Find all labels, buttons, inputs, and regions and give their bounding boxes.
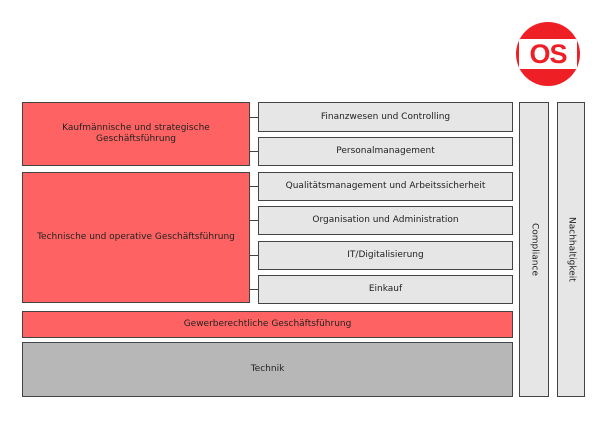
block-kaufmaennische-geschaeftsfuehrung: Kaufmännische und strategische Geschäfts… (22, 102, 250, 166)
column-label: Compliance (529, 223, 540, 276)
column-label: Nachhaltigkeit (566, 217, 577, 282)
connector-line (250, 151, 259, 152)
department-qualitaetsmanagement: Qualitätsmanagement und Arbeitssicherhei… (258, 172, 513, 201)
department-label: Personalmanagement (336, 146, 435, 157)
department-label: Organisation und Administration (312, 215, 459, 226)
block-label: Technische und operative Geschäftsführun… (37, 232, 235, 243)
block-gewerberechtliche-geschaeftsfuehrung: Gewerberechtliche Geschäftsführung (22, 311, 513, 338)
block-label: Kaufmännische und strategische Geschäfts… (62, 123, 210, 144)
connector-line (250, 220, 259, 221)
department-label: Qualitätsmanagement und Arbeitssicherhei… (285, 181, 486, 192)
connector-line (250, 186, 259, 187)
department-label: IT/Digitalisierung (347, 250, 424, 261)
connector-line (250, 289, 259, 290)
department-personalmanagement: Personalmanagement (258, 137, 513, 166)
block-technische-geschaeftsfuehrung: Technische und operative Geschäftsführun… (22, 172, 250, 303)
block-label: Technik (250, 364, 285, 375)
os-logo-text: OS (519, 39, 577, 69)
column-nachhaltigkeit: Nachhaltigkeit (557, 102, 585, 397)
block-label: Gewerberechtliche Geschäftsführung (183, 319, 352, 330)
department-label: Einkauf (368, 284, 403, 295)
os-logo: OS (516, 22, 580, 86)
department-einkauf: Einkauf (258, 275, 513, 304)
column-compliance: Compliance (519, 102, 549, 397)
block-technik: Technik (22, 342, 513, 397)
department-organisation: Organisation und Administration (258, 206, 513, 235)
department-finanzwesen: Finanzwesen und Controlling (258, 102, 513, 132)
department-it: IT/Digitalisierung (258, 241, 513, 270)
department-label: Finanzwesen und Controlling (320, 111, 451, 122)
connector-line (250, 117, 259, 118)
connector-line (250, 255, 259, 256)
